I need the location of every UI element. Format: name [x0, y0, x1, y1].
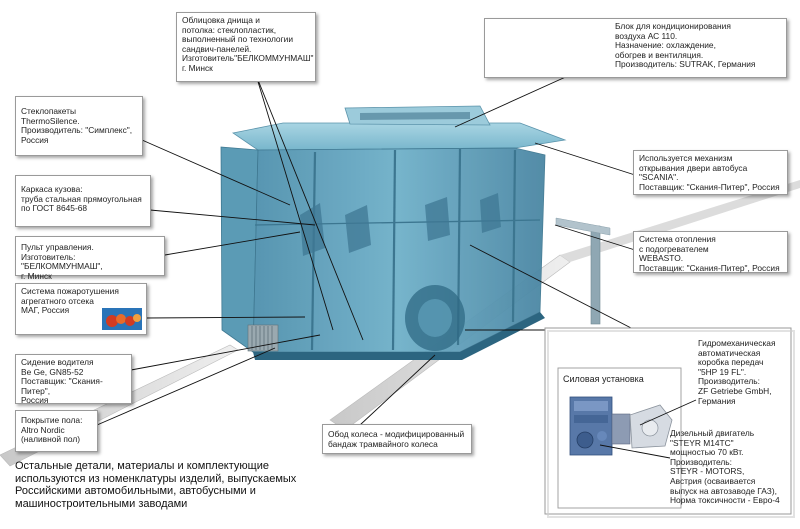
callout-glass-text: Стеклопакеты ThermoSilence. Производител… — [21, 106, 133, 145]
callout-control-panel-text: Пульт управления. Изготовитель: "БЕЛКОММ… — [21, 242, 103, 281]
callout-door-mechanism-text: Используется механизм открывания двери а… — [639, 153, 780, 192]
footer-note: Остальные детали, материалы и комплектую… — [15, 460, 297, 510]
callout-glass: Стеклопакеты ThermoSilence. Производител… — [15, 96, 143, 156]
callout-ac-unit: Блок для кондиционирования воздуха АС 11… — [484, 18, 787, 78]
callout-heating: Система отопления с подогревателем WEBAS… — [633, 231, 788, 273]
callout-ac-unit-text: Блок для кондиционирования воздуха АС 11… — [615, 21, 756, 70]
callout-floor-ceiling: Облицовка днища и потолка: стеклопластик… — [176, 12, 316, 82]
callout-wheel-rim-text: Обод колеса - модифицированный бандаж тр… — [328, 429, 465, 449]
callout-wheel-rim: Обод колеса - модифицированный бандаж тр… — [322, 424, 472, 454]
callout-control-panel: Пульт управления. Изготовитель: "БЕЛКОММ… — [15, 236, 165, 281]
engine-image — [569, 396, 631, 456]
callout-floor-cover: Покрытие пола: Altro Nordic (наливной по… — [15, 410, 98, 452]
powerplant-panel — [544, 327, 795, 518]
callout-door-mechanism: Используется механизм открывания двери а… — [633, 150, 788, 195]
powerplant-title: Силовая установка — [563, 374, 644, 384]
callout-driver-seat-text: Сидение водителя Be Ge, GN85-52 Поставщи… — [21, 357, 103, 406]
fire-extinguisher-image — [102, 308, 142, 330]
callout-frame-text: Каркаса кузова: труба стальная прямоугол… — [21, 184, 142, 214]
callout-driver-seat: Сидение водителя Be Ge, GN85-52 Поставщи… — [15, 354, 132, 406]
callout-gearbox-text: Гидромеханическая автоматическая коробка… — [698, 338, 776, 406]
front-grille — [247, 324, 279, 352]
catenary-pole — [555, 217, 611, 325]
leader-lines — [96, 74, 636, 426]
callout-floor-ceiling-text: Облицовка днища и потолка: стеклопластик… — [182, 15, 314, 73]
callout-heating-text: Система отопления с подогревателем WEBAS… — [639, 234, 780, 273]
callout-fire-system: Система пожаротушения агрегатного отсека… — [15, 283, 147, 335]
callout-fire-system-text: Система пожаротушения агрегатного отсека… — [21, 286, 119, 316]
callout-engine-text: Дизельный двигатель "STEYR M14TC" мощнос… — [670, 428, 780, 506]
tram-body — [220, 105, 567, 360]
callout-frame: Каркаса кузова: труба стальная прямоугол… — [15, 175, 151, 227]
callout-floor-cover-text: Покрытие пола: Altro Nordic (наливной по… — [21, 415, 83, 445]
